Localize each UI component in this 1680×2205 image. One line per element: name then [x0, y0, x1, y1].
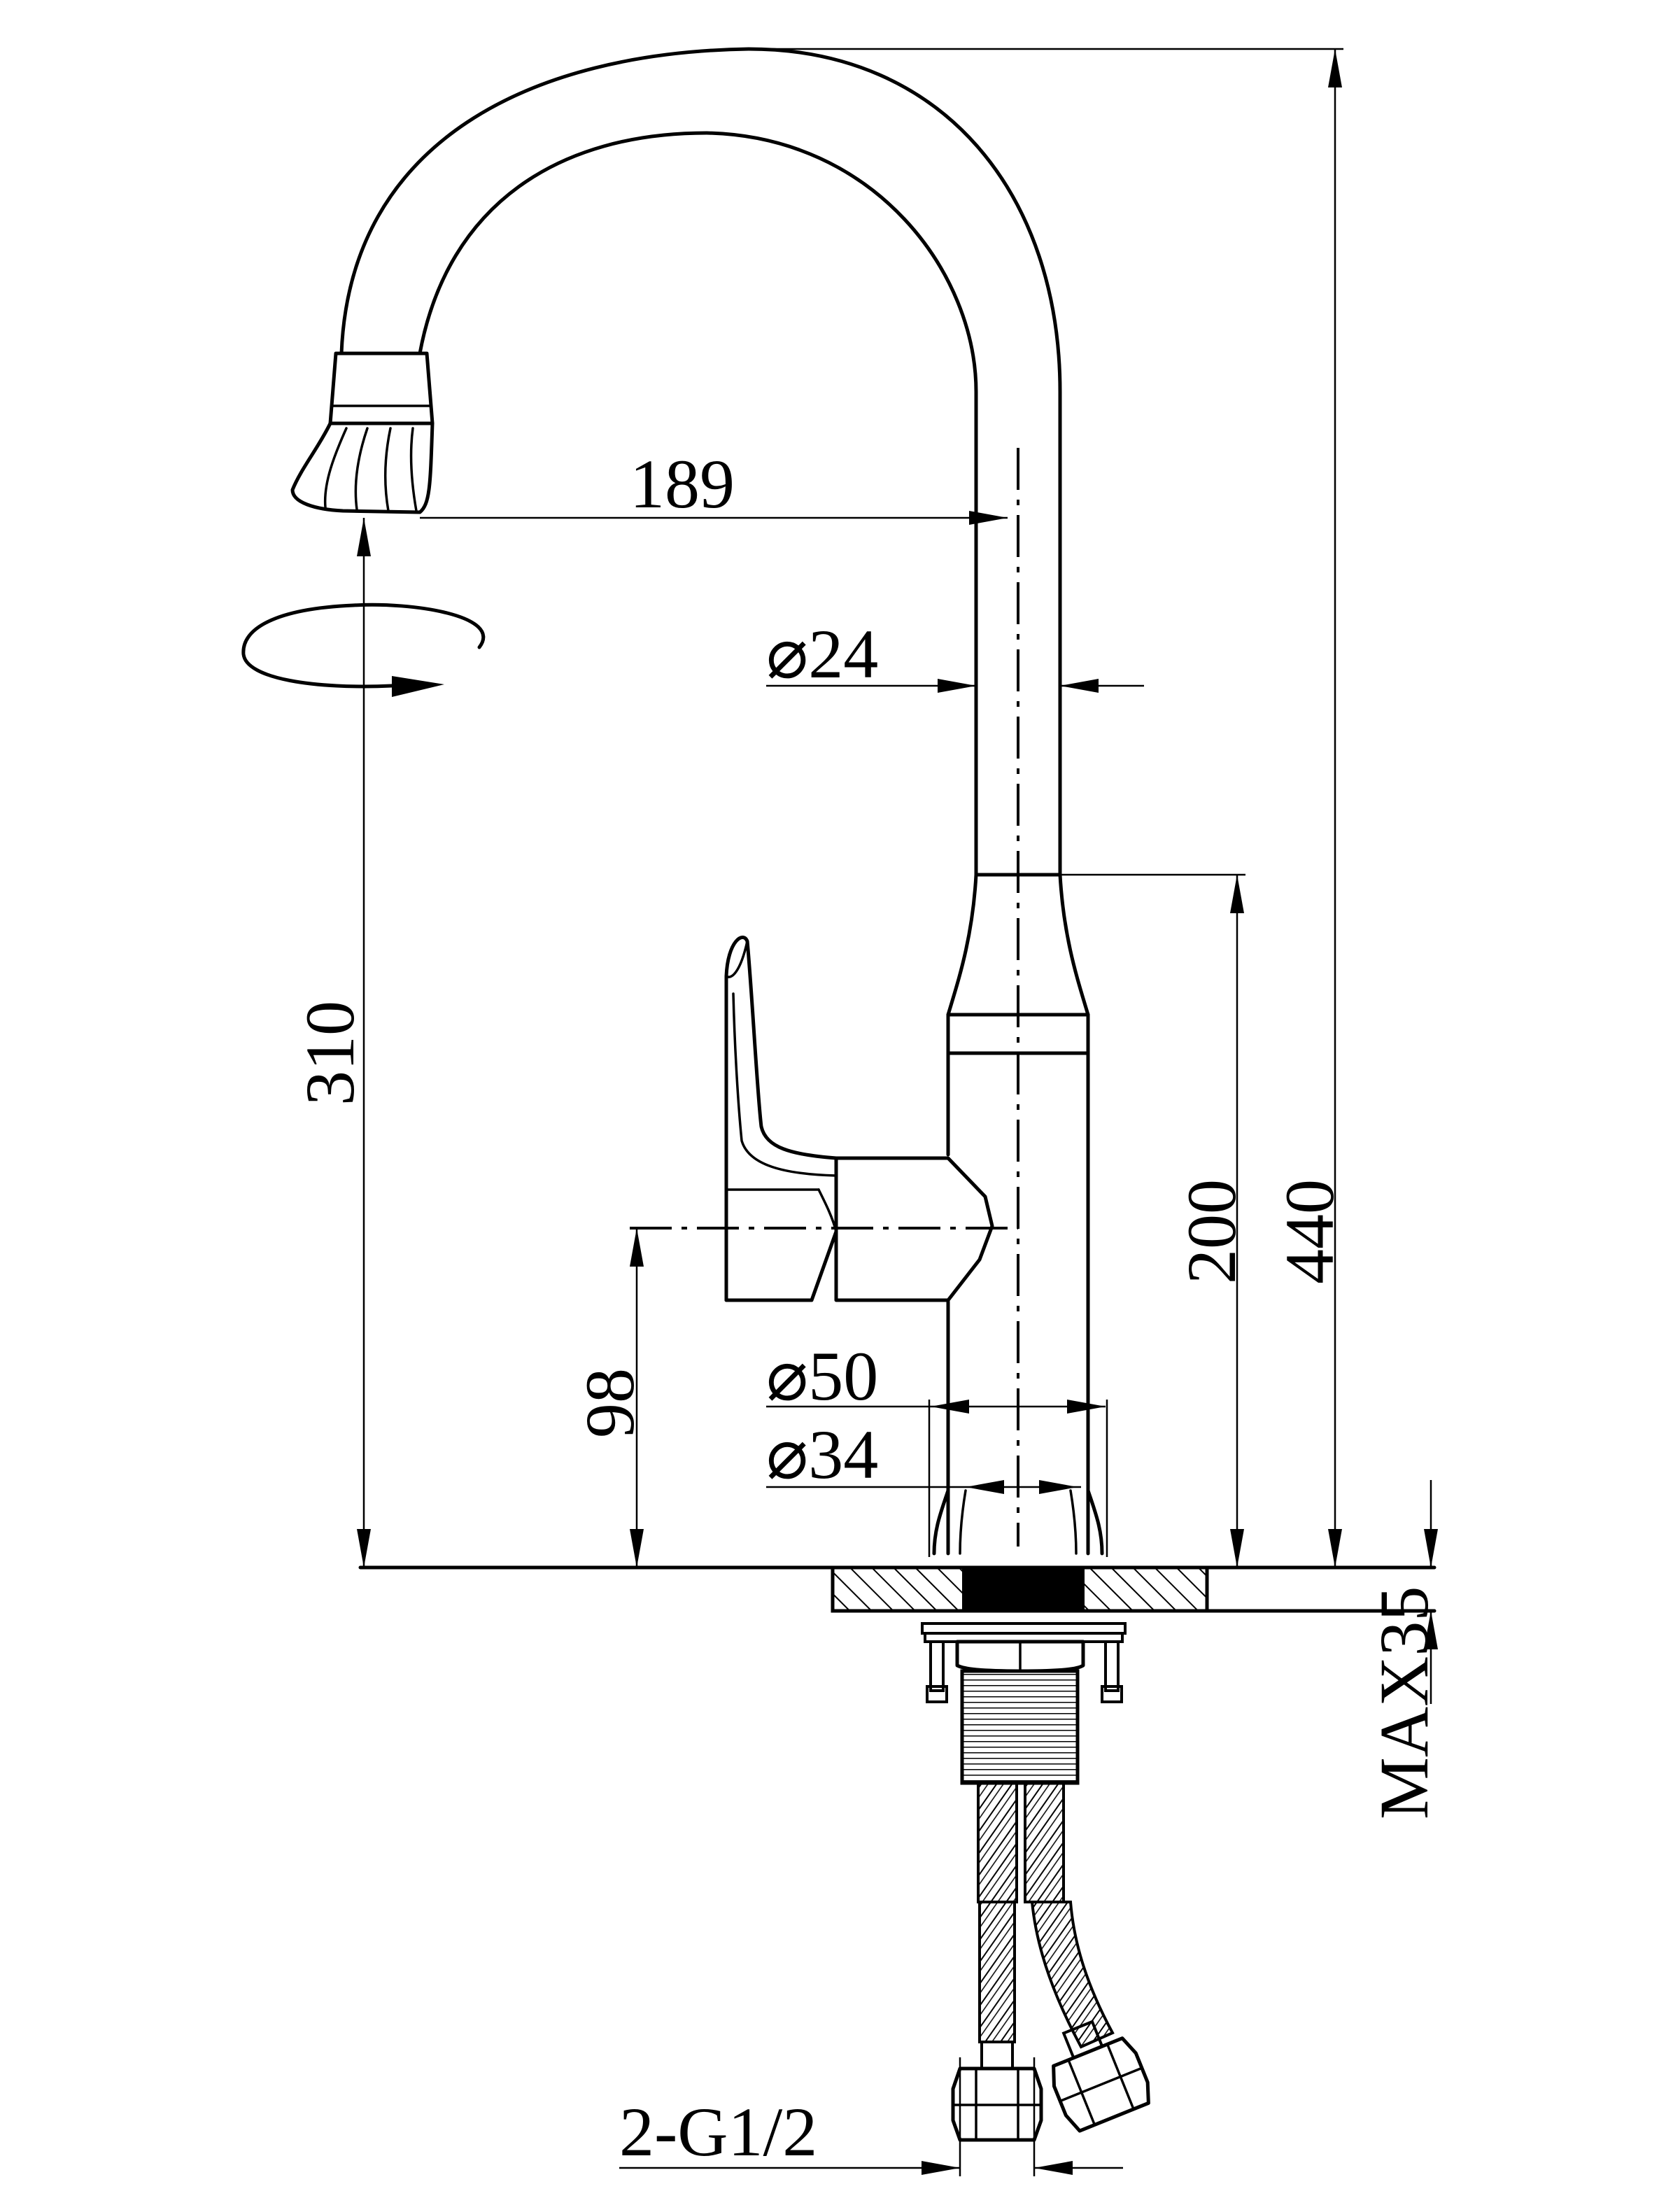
dimension-body-diameter: ⌀34 — [766, 1416, 1081, 1494]
swivel-rotation-icon — [241, 603, 486, 697]
dimension-lever-height: 98 — [571, 1228, 649, 1568]
dim-label-440: 440 — [1271, 1179, 1348, 1284]
dim-label-50: ⌀50 — [766, 1337, 878, 1415]
dimension-base-diameter: ⌀50 — [766, 1337, 1108, 1557]
dim-label-24: ⌀24 — [766, 615, 878, 693]
dim-label-max35: MAX35 — [1365, 1586, 1443, 1819]
dimension-connection: 2-G1/2 — [619, 2057, 1123, 2176]
dimension-deck-thickness: MAX35 — [1365, 1480, 1443, 1819]
supply-hoses — [951, 1782, 1150, 2142]
dimension-spout-reach: 189 — [420, 445, 1008, 525]
dimension-total-height: 440 — [749, 48, 1348, 1568]
dimension-body-height: 200 — [1060, 873, 1250, 1568]
dim-label-98: 98 — [571, 1368, 649, 1438]
lever-handle — [724, 936, 838, 1302]
aerator — [290, 351, 435, 514]
deck-plate — [358, 1565, 1437, 1613]
mounting-hardware — [921, 1622, 1127, 1785]
dim-label-g12: 2-G1/2 — [619, 2093, 817, 2171]
spout — [339, 47, 1062, 877]
faucet-body — [932, 873, 1104, 1556]
dimension-spout-height: 310 — [291, 518, 371, 1568]
dim-label-200: 200 — [1173, 1179, 1250, 1284]
dim-label-34: ⌀34 — [766, 1416, 878, 1493]
dim-label-189: 189 — [630, 445, 735, 523]
dimension-spout-diameter: ⌀24 — [766, 615, 1144, 693]
cartridge-housing — [834, 1156, 994, 1302]
dim-label-310: 310 — [291, 1001, 369, 1106]
